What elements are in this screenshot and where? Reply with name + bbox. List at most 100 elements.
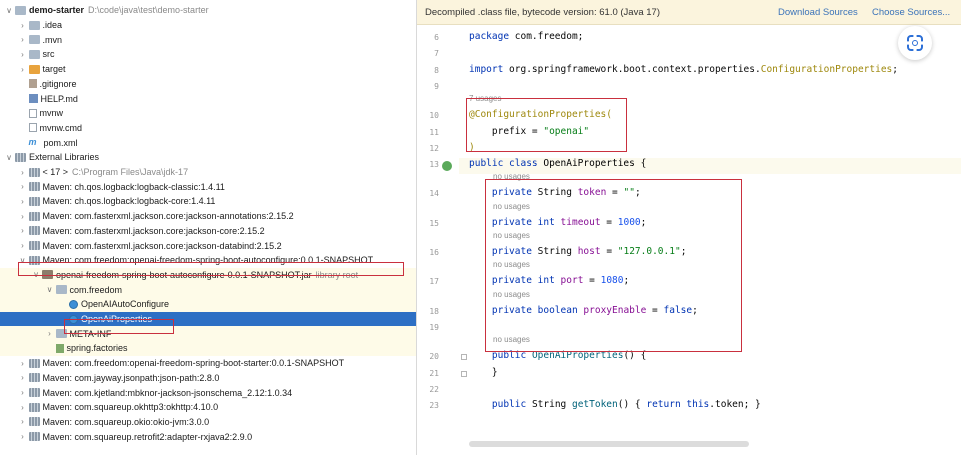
config-icon bbox=[55, 343, 64, 353]
folder-icon bbox=[28, 49, 40, 59]
tree-item[interactable]: ∨com.freedom bbox=[0, 282, 416, 297]
chevron-icon[interactable]: ∨ bbox=[33, 270, 39, 280]
tree-item[interactable]: OpenAIAutoConfigure bbox=[0, 297, 416, 312]
tree-item[interactable]: ›Maven: com.fasterxml.jackson.core:jacks… bbox=[0, 238, 416, 253]
banner-text: Decompiled .class file, bytecode version… bbox=[425, 6, 660, 18]
tree-item[interactable]: › target bbox=[0, 62, 416, 77]
download-sources-link[interactable]: Download Sources bbox=[778, 6, 858, 18]
tree-item[interactable]: ›Maven: com.fasterxml.jackson.core:jacks… bbox=[0, 224, 416, 239]
code-line[interactable]: } bbox=[469, 366, 498, 378]
code-editor[interactable]: Decompiled .class file, bytecode version… bbox=[417, 0, 961, 455]
code-line[interactable]: private int timeout = 1000; bbox=[491, 216, 647, 228]
usage-hint[interactable]: no usages bbox=[493, 289, 530, 299]
code-line[interactable]: private String host = "127.0.0.1"; bbox=[491, 246, 687, 257]
scan-icon[interactable] bbox=[898, 26, 932, 60]
chevron-icon[interactable]: ∨ bbox=[46, 285, 53, 295]
tree-item-label: demo-starter bbox=[29, 5, 85, 16]
tree-item[interactable]: ›Maven: com.fasterxml.jackson.core:jacks… bbox=[0, 209, 416, 224]
usage-hint[interactable]: 7 usages bbox=[469, 94, 502, 104]
usage-hint[interactable]: no usages bbox=[493, 335, 530, 345]
chevron-icon[interactable]: › bbox=[21, 35, 24, 45]
horizontal-scrollbar[interactable] bbox=[469, 441, 749, 447]
line-number: 21 bbox=[429, 368, 439, 378]
chevron-icon[interactable]: › bbox=[21, 358, 24, 368]
choose-sources-link[interactable]: Choose Sources... bbox=[872, 6, 951, 18]
tree-item-label: < 17 > bbox=[42, 167, 69, 178]
chevron-icon[interactable]: › bbox=[21, 241, 24, 251]
code-line[interactable]: private String token = ""; bbox=[491, 187, 641, 199]
code-line[interactable]: import org.springframework.boot.context.… bbox=[469, 63, 899, 75]
chevron-icon[interactable]: ∨ bbox=[6, 5, 12, 15]
code-line[interactable]: @ConfigurationProperties( bbox=[469, 109, 612, 121]
spring-bean-icon[interactable] bbox=[442, 161, 452, 171]
tree-item[interactable]: ›< 17 >C:\Program Files\Java\jdk-17 bbox=[0, 165, 416, 180]
tree-item-label: .mvn bbox=[42, 34, 63, 45]
tree-item[interactable]: ›Maven: com.kjetland:mbknor-jackson-json… bbox=[0, 385, 416, 400]
library-icon bbox=[28, 226, 40, 236]
chevron-icon[interactable]: › bbox=[48, 329, 51, 339]
tree-item[interactable]: OpenAiProperties bbox=[0, 311, 416, 327]
tree-item-label: spring.factories bbox=[66, 343, 128, 354]
tree-item[interactable]: spring.factories bbox=[0, 341, 416, 356]
code-line[interactable]: private boolean proxyEnable = false; bbox=[491, 304, 698, 316]
tree-item[interactable]: mvnw bbox=[0, 106, 416, 121]
class-icon bbox=[69, 314, 78, 324]
tree-item[interactable]: ∨openai-freedom-spring-boot-autoconfigur… bbox=[0, 267, 416, 283]
chevron-icon[interactable]: › bbox=[21, 196, 24, 206]
usage-hint[interactable]: no usages bbox=[493, 260, 530, 270]
editor-gutter[interactable] bbox=[417, 25, 459, 455]
tree-item[interactable]: ›Maven: ch.qos.logback:logback-classic:1… bbox=[0, 179, 416, 194]
tree-item[interactable]: ›Maven: com.jayway.jsonpath:json-path:2.… bbox=[0, 371, 416, 386]
usage-hint[interactable]: no usages bbox=[493, 201, 530, 211]
code-line[interactable]: private int port = 1080; bbox=[491, 275, 630, 287]
line-number: 12 bbox=[429, 143, 439, 153]
tree-item[interactable]: ›Maven: com.squareup.retrofit2:adapter-r… bbox=[0, 429, 416, 444]
code-line[interactable]: public OpenAiProperties() { bbox=[491, 350, 647, 362]
code-line[interactable]: prefix = "openai" bbox=[469, 125, 590, 137]
code-line[interactable]: public String getToken() { return this.t… bbox=[491, 399, 761, 411]
tree-item[interactable]: ›.idea bbox=[0, 18, 416, 33]
tree-item-label: target bbox=[42, 64, 66, 75]
tree-item[interactable]: ›META-INF bbox=[0, 326, 416, 342]
chevron-icon[interactable]: › bbox=[21, 388, 24, 398]
usage-hint[interactable]: no usages bbox=[493, 231, 530, 240]
chevron-icon[interactable]: › bbox=[21, 417, 24, 427]
pane-divider[interactable] bbox=[416, 0, 417, 455]
line-number: 9 bbox=[434, 81, 439, 91]
code-line[interactable]: package com.freedom; bbox=[469, 31, 584, 42]
fold-icon[interactable] bbox=[461, 370, 467, 377]
fold-icon[interactable] bbox=[461, 354, 467, 361]
chevron-icon[interactable]: ∨ bbox=[6, 152, 12, 162]
code-line[interactable]: ) bbox=[469, 141, 475, 153]
tree-item[interactable]: › .mvn bbox=[0, 32, 416, 47]
line-number: 23 bbox=[429, 401, 439, 411]
chevron-icon[interactable]: › bbox=[21, 182, 24, 192]
tree-item[interactable]: HELP.md bbox=[0, 91, 416, 106]
chevron-icon[interactable]: › bbox=[21, 432, 24, 442]
line-number: 14 bbox=[429, 189, 439, 199]
tree-item-label: .gitignore bbox=[39, 78, 77, 89]
tree-item[interactable]: ›Maven: com.squareup.okio:okio-jvm:3.0.0 bbox=[0, 415, 416, 430]
code-line[interactable]: public class OpenAiProperties { bbox=[469, 158, 647, 170]
chevron-icon[interactable]: › bbox=[21, 373, 24, 383]
chevron-icon[interactable]: › bbox=[21, 167, 24, 177]
chevron-icon[interactable]: › bbox=[21, 64, 24, 74]
tree-item[interactable]: ›src bbox=[0, 47, 416, 62]
usage-hint[interactable]: no usages bbox=[493, 172, 530, 182]
tree-item[interactable]: ›Maven: com.squareup.okhttp3:okhttp:4.10… bbox=[0, 400, 416, 415]
library-icon bbox=[28, 417, 40, 427]
chevron-icon[interactable]: › bbox=[21, 402, 24, 412]
chevron-icon[interactable]: › bbox=[21, 49, 24, 59]
tree-item[interactable]: ∨External Libraries bbox=[0, 150, 416, 165]
chevron-icon[interactable]: › bbox=[21, 20, 24, 30]
chevron-icon[interactable]: › bbox=[21, 226, 24, 236]
chevron-icon[interactable]: › bbox=[21, 211, 24, 221]
tree-item[interactable]: ∨Maven: com.freedom:openai-freedom-sprin… bbox=[0, 253, 416, 268]
tree-item[interactable]: ›Maven: com.freedom:openai-freedom-sprin… bbox=[0, 356, 416, 371]
tree-item[interactable]: mvnw.cmd bbox=[0, 121, 416, 136]
tree-item[interactable]: ›Maven: ch.qos.logback:logback-core:1.4.… bbox=[0, 194, 416, 209]
chevron-icon[interactable]: ∨ bbox=[19, 255, 26, 265]
tree-item[interactable]: .gitignore bbox=[0, 77, 416, 92]
